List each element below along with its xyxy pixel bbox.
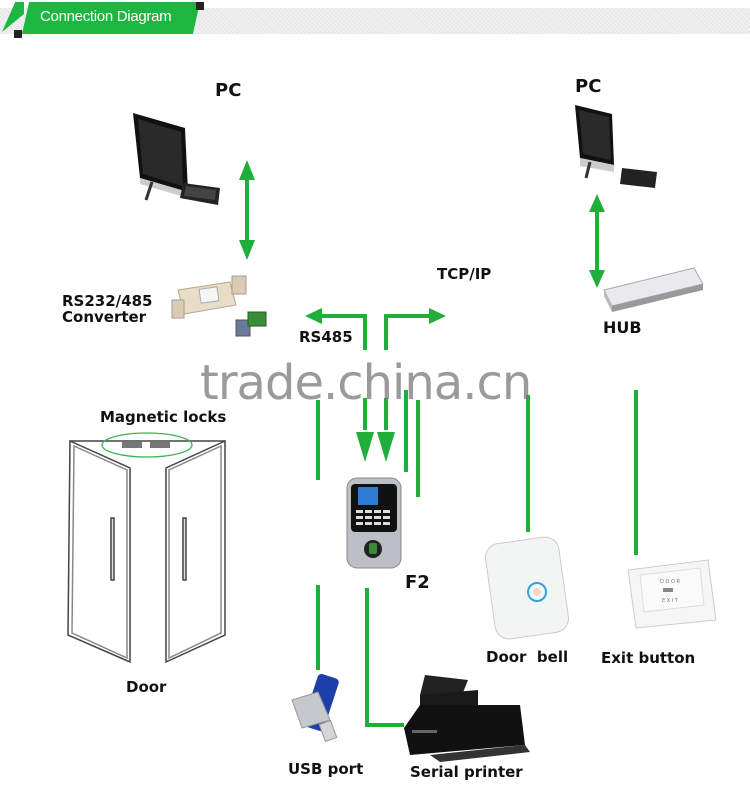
label-pc-right: PC xyxy=(575,76,602,97)
converter-icon xyxy=(171,275,267,337)
label-f2: F2 xyxy=(405,572,430,593)
svg-text:E X I T: E X I T xyxy=(662,598,679,604)
door-icon xyxy=(67,432,226,664)
label-usb-port: USB port xyxy=(288,760,364,778)
exit-button-icon: D O O R E X I T xyxy=(627,559,717,629)
pc-left-icon xyxy=(133,113,220,205)
label-hub: HUB xyxy=(603,318,642,337)
header-corner xyxy=(14,30,22,38)
pc-hub-link xyxy=(589,194,605,288)
f2-device-icon xyxy=(346,477,402,569)
label-converter-2: Converter xyxy=(62,308,147,326)
label-magnetic-locks: Magnetic locks xyxy=(100,408,227,426)
watermark: trade.china.cn xyxy=(200,355,532,411)
rs485-tcp-links xyxy=(316,314,638,555)
arrow-down xyxy=(377,432,395,462)
arrow-right xyxy=(429,308,446,324)
label-converter-1: RS232/485 xyxy=(62,292,153,310)
label-pc-left: PC xyxy=(215,80,242,101)
arrow-down xyxy=(356,432,374,462)
label-door-bell: Door bell xyxy=(486,648,569,666)
pc-right-icon xyxy=(575,105,657,188)
door-bell-icon xyxy=(484,536,570,640)
label-rs485: RS485 xyxy=(299,328,353,346)
label-door: Door xyxy=(126,678,167,696)
hub-icon xyxy=(603,267,704,312)
label-exit-button: Exit button xyxy=(601,649,696,667)
header-corner xyxy=(196,2,204,10)
usb-drive-icon xyxy=(291,673,339,743)
arrow-left xyxy=(305,308,322,324)
pc-converter-link xyxy=(239,160,255,260)
label-tcpip: TCP/IP xyxy=(437,265,492,283)
svg-text:D O O R: D O O R xyxy=(660,579,680,585)
header-tab xyxy=(22,2,200,34)
usb-printer-links xyxy=(316,585,404,727)
printer-icon xyxy=(404,675,530,762)
header-title: Connection Diagram xyxy=(40,8,172,25)
label-serial-printer: Serial printer xyxy=(410,763,523,781)
